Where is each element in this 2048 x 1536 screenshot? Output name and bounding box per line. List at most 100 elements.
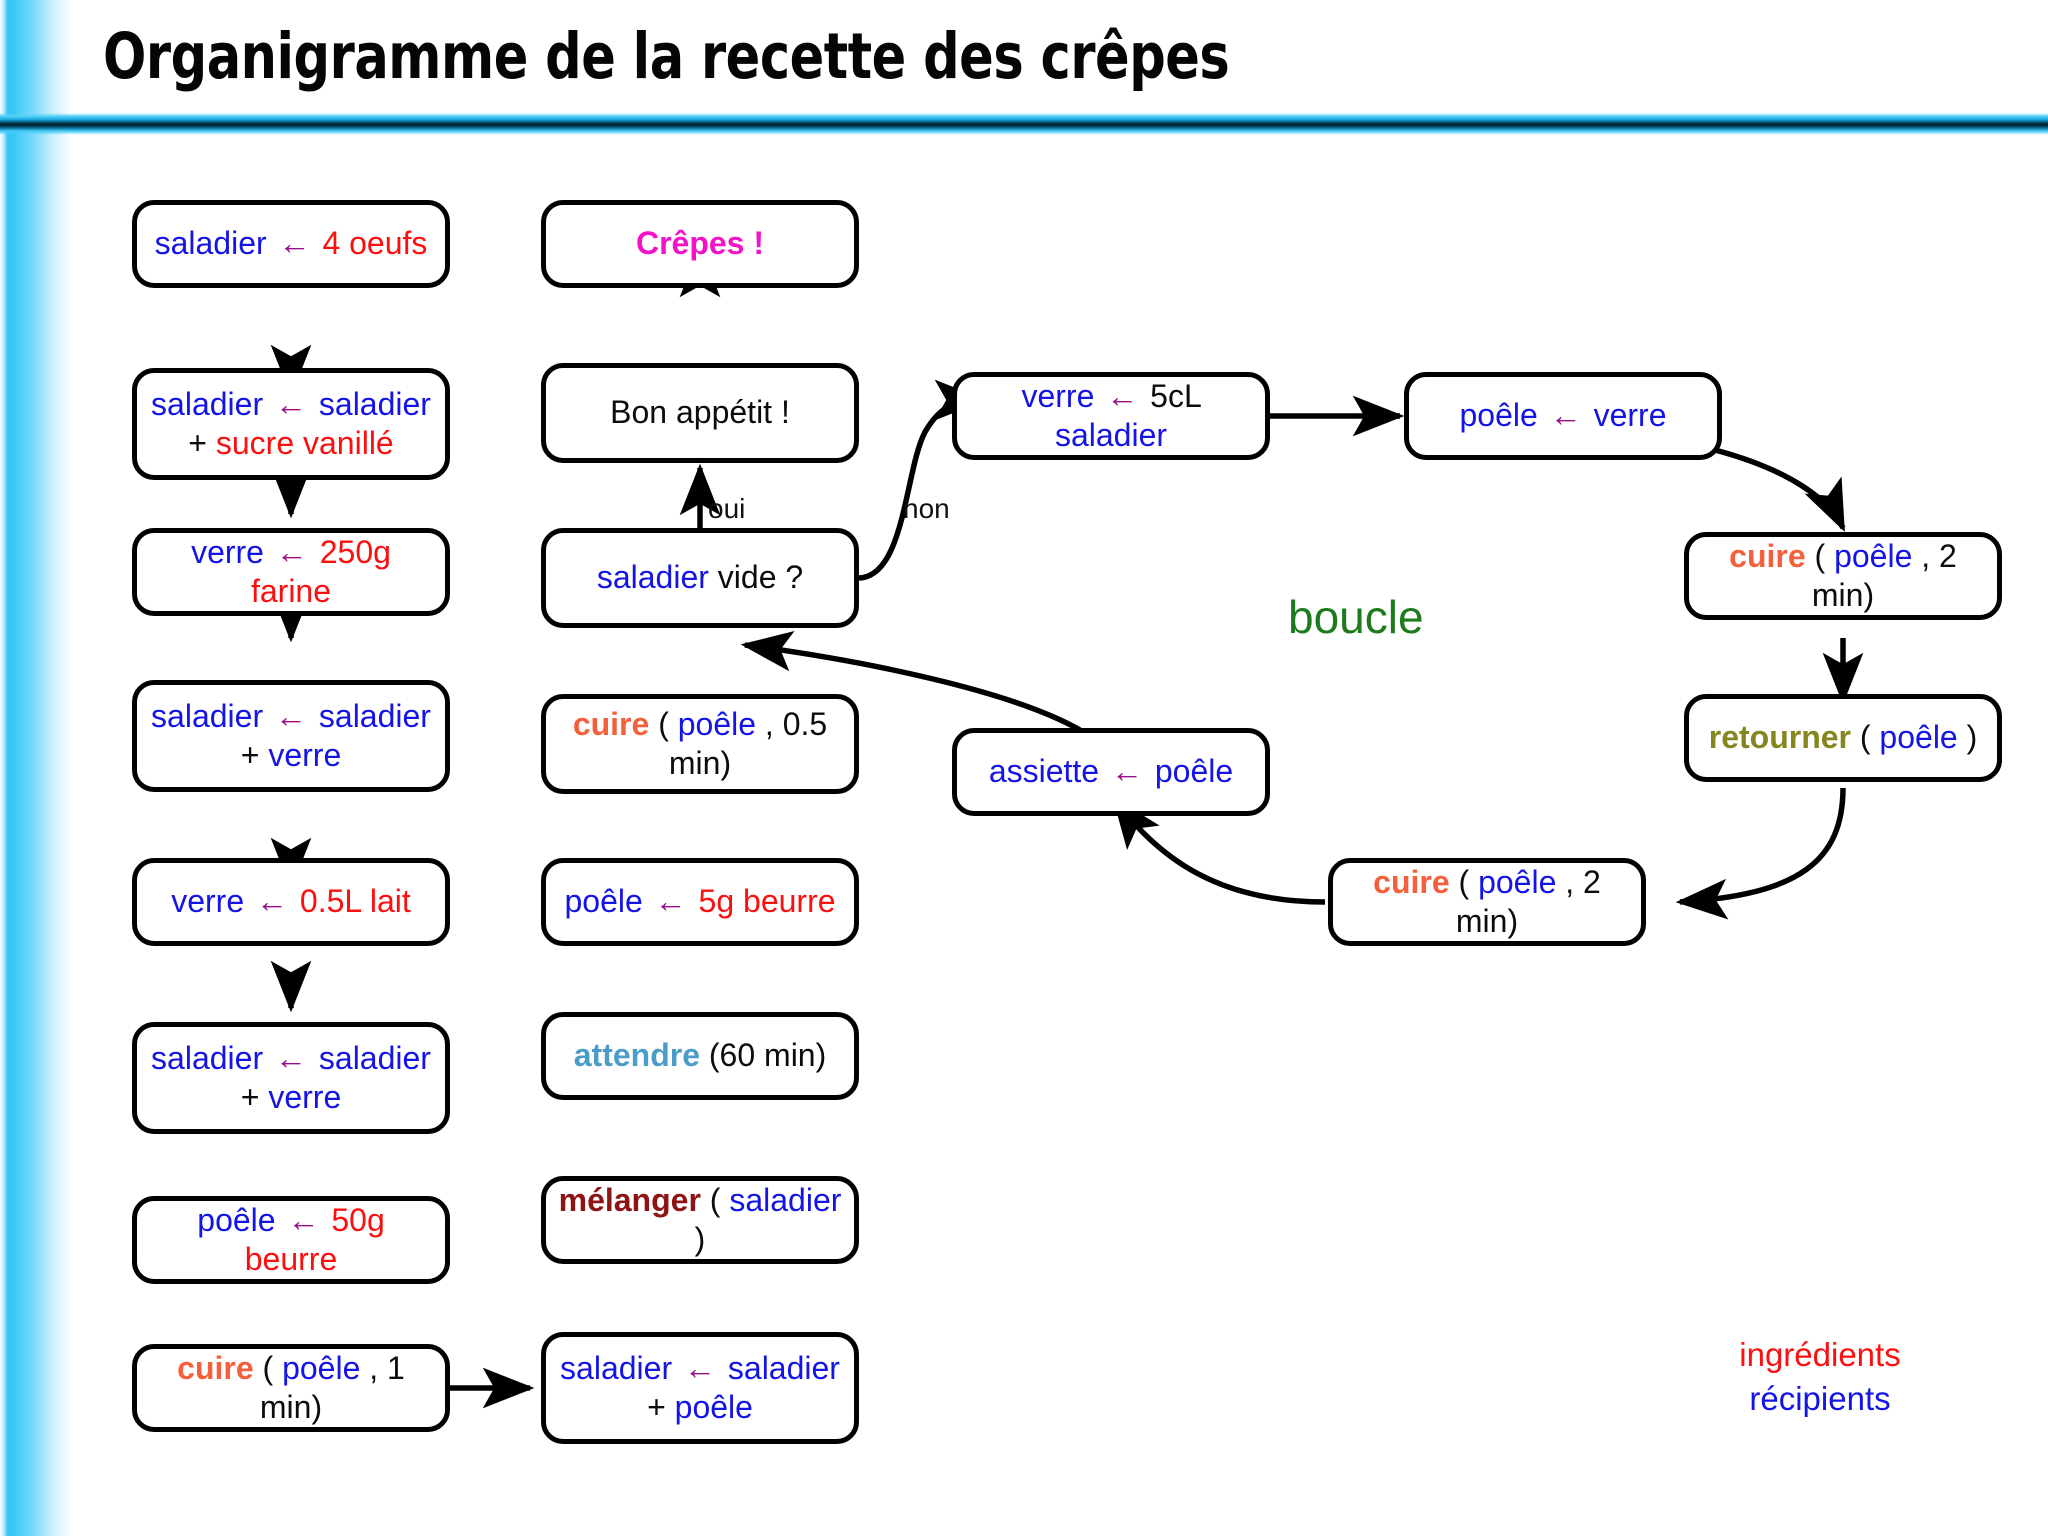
token-plain: + (647, 1389, 666, 1425)
node-text: verre ← 250g farine (147, 533, 435, 611)
token-ingr: sucre vanillé (215, 425, 394, 461)
node-retourner-poele[interactable]: retourner ( poêle ) (1684, 694, 2002, 782)
node-text: cuire ( poêle , 1 min) (147, 1349, 435, 1427)
node-text: saladier vide ? (597, 558, 803, 597)
token-vessel: poêle (677, 705, 757, 742)
node-crepes[interactable]: Crêpes ! (541, 200, 859, 288)
node-text: poêle ← verre (1460, 396, 1667, 435)
loop-annotation: boucle (1288, 591, 1424, 643)
left-accent-edge (0, 0, 8, 1536)
node-text: saladier ← saladier + verre (147, 697, 435, 775)
node-saladier-vide[interactable]: saladier vide ? (541, 528, 859, 628)
token-plain: vide ? (717, 559, 804, 596)
token-vessel: saladier (727, 1349, 840, 1386)
node-cuire-poele-1min[interactable]: cuire ( poêle , 1 min) (132, 1344, 450, 1432)
token-vessel: verre (1593, 397, 1667, 434)
node-saladier-plus-verre-1[interactable]: saladier ← saladier + verre (132, 680, 450, 792)
token-ingr: 4 oeufs (322, 225, 428, 262)
token-vessel: saladier (560, 1349, 673, 1386)
legend-recipients: récipients (1749, 1380, 1891, 1417)
node-saladier-plus-verre-2[interactable]: saladier ← saladier + verre (132, 1022, 450, 1134)
node-poele-50g-beurre[interactable]: poêle ← 50g beurre (132, 1196, 450, 1284)
token-fn-melanger: mélanger (558, 1181, 701, 1218)
token-assign: ← (275, 533, 308, 570)
node-poele-5g-beurre[interactable]: poêle ← 5g beurre (541, 858, 859, 946)
token-fn-cuire: cuire (177, 1349, 254, 1386)
node-saladier-sucre[interactable]: saladier ← saladier + sucre vanillé (132, 368, 450, 480)
token-vessel: saladier (729, 1181, 842, 1218)
legend-ingredients: ingrédients (1739, 1336, 1901, 1373)
token-vessel: saladier (151, 697, 264, 734)
token-plain: Bon appétit ! (610, 394, 790, 431)
node-text: cuire ( poêle , 2 min) (1343, 863, 1631, 941)
token-assign: ← (256, 883, 288, 920)
token-assign: ← (1106, 377, 1139, 414)
node-poele-verre[interactable]: poêle ← verre (1404, 372, 1722, 460)
node-attendre-60min[interactable]: attendre (60 min) (541, 1012, 859, 1100)
token-assign: ← (1549, 397, 1582, 434)
token-vessel: saladier (151, 385, 264, 422)
node-saladier-oeufs[interactable]: saladier ← 4 oeufs (132, 200, 450, 288)
token-assign: ← (275, 697, 307, 734)
node-melanger-saladier[interactable]: mélanger ( saladier ) (541, 1176, 859, 1264)
node-text: Bon appétit ! (610, 393, 790, 432)
token-ingr: 250g farine (250, 533, 391, 609)
node-text: poêle ← 50g beurre (147, 1201, 435, 1279)
token-plain: 5cL (1150, 377, 1201, 414)
token-plain: ) (1966, 719, 1978, 756)
token-vessel: verre (191, 533, 264, 570)
node-bon-appetit[interactable]: Bon appétit ! (541, 363, 859, 463)
node-text: saladier ← saladier + poêle (556, 1349, 844, 1427)
node-text: saladier ← 4 oeufs (155, 224, 428, 263)
token-vessel: saladier (318, 697, 431, 734)
node-text: mélanger ( saladier ) (556, 1181, 844, 1259)
node-assiette-poele[interactable]: assiette ← poêle (952, 728, 1270, 816)
node-text: retourner ( poêle ) (1709, 718, 1978, 757)
token-vessel: poêle (282, 1349, 361, 1386)
token-assign: ← (275, 1039, 307, 1076)
token-vessel: saladier (1054, 417, 1168, 453)
token-fn-cuire: cuire (1373, 863, 1450, 900)
token-plain: + (240, 737, 260, 773)
token-assign: ← (275, 385, 307, 422)
node-text: attendre (60 min) (574, 1036, 827, 1075)
node-text: saladier ← saladier + sucre vanillé (147, 385, 435, 463)
token-vessel: poêle (674, 1389, 753, 1425)
token-assign: ← (654, 883, 687, 920)
token-vessel: poêle (1154, 753, 1234, 790)
token-vessel: verre (1021, 377, 1095, 414)
node-cuire-poele-2min-bottom[interactable]: cuire ( poêle , 2 min) (1328, 858, 1646, 946)
token-plain: ( (262, 1349, 274, 1386)
token-vessel: saladier (151, 1039, 264, 1076)
node-verre-farine[interactable]: verre ← 250g farine (132, 528, 450, 616)
node-cuire-poele-05min[interactable]: cuire ( poêle , 0.5 min) (541, 694, 859, 794)
edge-label-non: non (903, 493, 950, 524)
token-ingr: 50g beurre (244, 1201, 385, 1277)
token-plain: , 2 min) (1455, 863, 1601, 939)
token-assign: ← (278, 225, 311, 262)
token-vessel: poêle (1834, 537, 1913, 574)
token-plain: ( (1859, 719, 1871, 756)
token-vessel: saladier (596, 559, 709, 596)
node-text: saladier ← saladier + verre (147, 1039, 435, 1117)
node-text: verre ← 0.5L lait (171, 882, 411, 921)
token-final: Crêpes ! (635, 225, 765, 262)
token-vessel: verre (268, 1079, 342, 1115)
page-title: Organigramme de la recette des crêpes (103, 20, 1230, 93)
token-plain: ( (1458, 863, 1470, 900)
token-vessel: poêle (197, 1201, 276, 1238)
token-vessel: saladier (318, 385, 431, 422)
token-plain: + (240, 1079, 260, 1115)
node-saladier-plus-poele[interactable]: saladier ← saladier + poêle (541, 1332, 859, 1444)
token-plain: ) (694, 1221, 706, 1257)
node-text: cuire ( poêle , 0.5 min) (556, 705, 844, 783)
node-verre-5cl-saladier[interactable]: verre ← 5cL saladier (952, 372, 1270, 460)
token-plain: ( (658, 705, 669, 742)
node-verre-lait[interactable]: verre ← 0.5L lait (132, 858, 450, 946)
token-plain: (60 min) (708, 1037, 827, 1074)
token-vessel: verre (171, 883, 245, 920)
node-text: cuire ( poêle , 2 min) (1699, 537, 1987, 615)
node-cuire-poele-2min-top[interactable]: cuire ( poêle , 2 min) (1684, 532, 2002, 620)
token-fn-cuire: cuire (572, 705, 650, 742)
token-fn-cuire: cuire (1729, 537, 1806, 574)
